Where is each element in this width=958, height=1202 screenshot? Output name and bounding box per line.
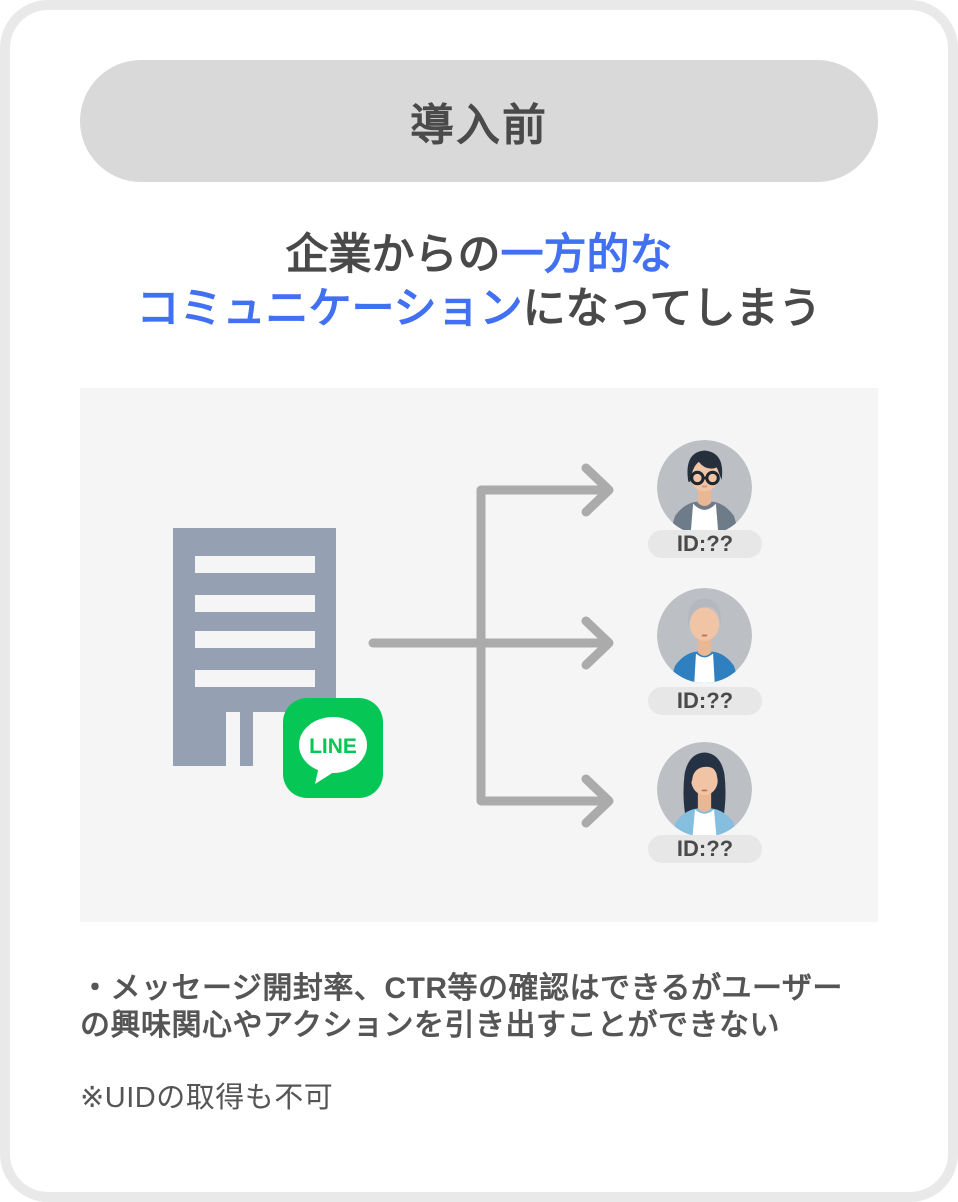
title-part-accent: 一方的な [500,231,673,279]
broadcast-arrows [368,463,614,828]
building-window [195,631,315,648]
id-badge-label: ID:?? [676,688,734,713]
title-part-dark: 企業からの [285,231,501,279]
id-badge: ID:?? [648,835,762,863]
building-window [195,670,315,687]
notes-section: ・メッセージ開封率、CTR等の確認はできるがユーザー の興味関心やアクションを引… [80,970,880,1116]
building-leg [240,712,253,766]
building-window [195,556,315,573]
office-building-icon [173,528,336,712]
building-window [195,595,315,612]
line-app-icon: LINE [283,698,383,798]
arrowhead-top-icon [581,463,614,517]
before-badge: 導入前 [80,60,878,182]
line-bubble-icon [299,717,367,773]
avatar-gray-haired-man [657,588,752,683]
note-bullet-line1: ・メッセージ開封率、CTR等の確認はできるがユーザー [80,972,843,1005]
id-badge: ID:?? [648,687,762,715]
before-badge-label: 導入前 [410,101,548,150]
note-bullet-line2: の興味関心やアクションを引き出すことができない [80,1009,780,1042]
arrowhead-middle-icon [581,616,614,670]
line-bubble-tail [315,766,337,784]
id-badge-label: ID:?? [676,836,734,861]
id-badge-label: ID:?? [676,531,734,556]
page-title: 企業からの一方的な コミュニケーションになってしまう [0,228,958,336]
title-part-accent: コミュニケーション [136,285,523,333]
avatar-man-with-glasses [657,440,752,535]
title-part-dark: になってしまう [522,285,822,333]
illustration-panel: LINE ID:?? [80,388,878,922]
arrow-split [476,485,605,806]
note-footnote: ※UIDの取得も不可 [80,1082,334,1114]
building-leg [173,712,226,766]
id-badge: ID:?? [648,530,762,558]
avatar-woman-long-hair [657,742,752,837]
arrowhead-bottom-icon [581,774,614,828]
line-logo-label: LINE [309,735,357,758]
